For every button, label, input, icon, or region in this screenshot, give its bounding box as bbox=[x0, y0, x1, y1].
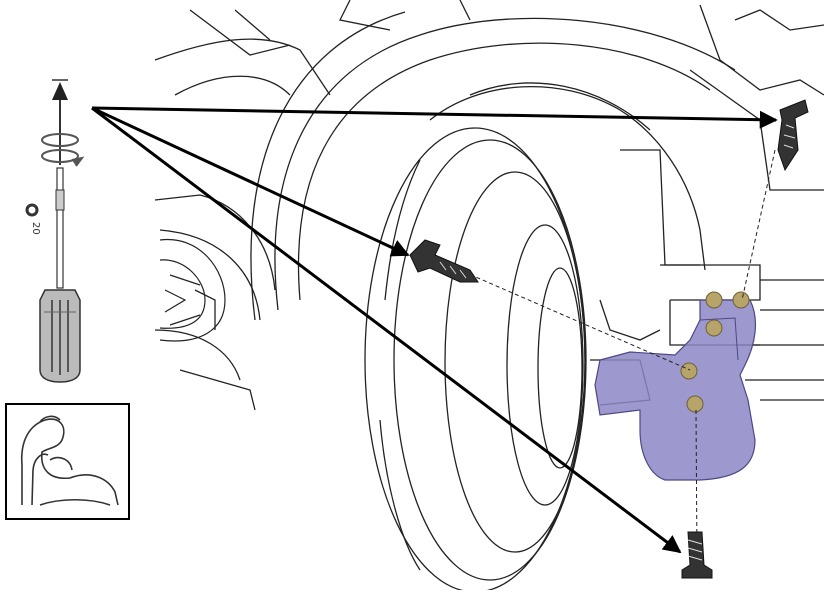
leader-arrow-upper-right bbox=[91, 106, 778, 129]
fastener-marker bbox=[705, 291, 723, 309]
fastener-marker bbox=[686, 395, 704, 413]
splash-guard-highlight bbox=[594, 299, 756, 481]
flexed-arm-icon bbox=[5, 403, 130, 520]
fastener-markers bbox=[680, 291, 750, 413]
brake-hub-left bbox=[159, 238, 226, 342]
bit-size-label: 20 bbox=[30, 222, 41, 235]
push-pin-upper-right bbox=[777, 99, 809, 172]
leader-arrow-wheel-arch bbox=[91, 106, 410, 257]
screwdriver-icon bbox=[39, 167, 81, 383]
fastener-marker bbox=[705, 319, 723, 337]
tool-panel: 20 bbox=[5, 79, 130, 520]
torx-bit-icon: 20 bbox=[25, 203, 41, 235]
push-pin-wheel-arch bbox=[409, 239, 479, 283]
screw-lower bbox=[681, 531, 713, 579]
fastener-marker bbox=[680, 362, 698, 380]
leader-arrow-lower bbox=[91, 106, 682, 554]
rotate-counterclockwise-icon bbox=[41, 133, 85, 167]
installation-guides bbox=[424, 149, 776, 561]
leader-arrows bbox=[91, 106, 778, 554]
arrow-up-icon bbox=[52, 79, 68, 165]
tire bbox=[364, 127, 587, 593]
fastener-marker bbox=[732, 291, 750, 309]
